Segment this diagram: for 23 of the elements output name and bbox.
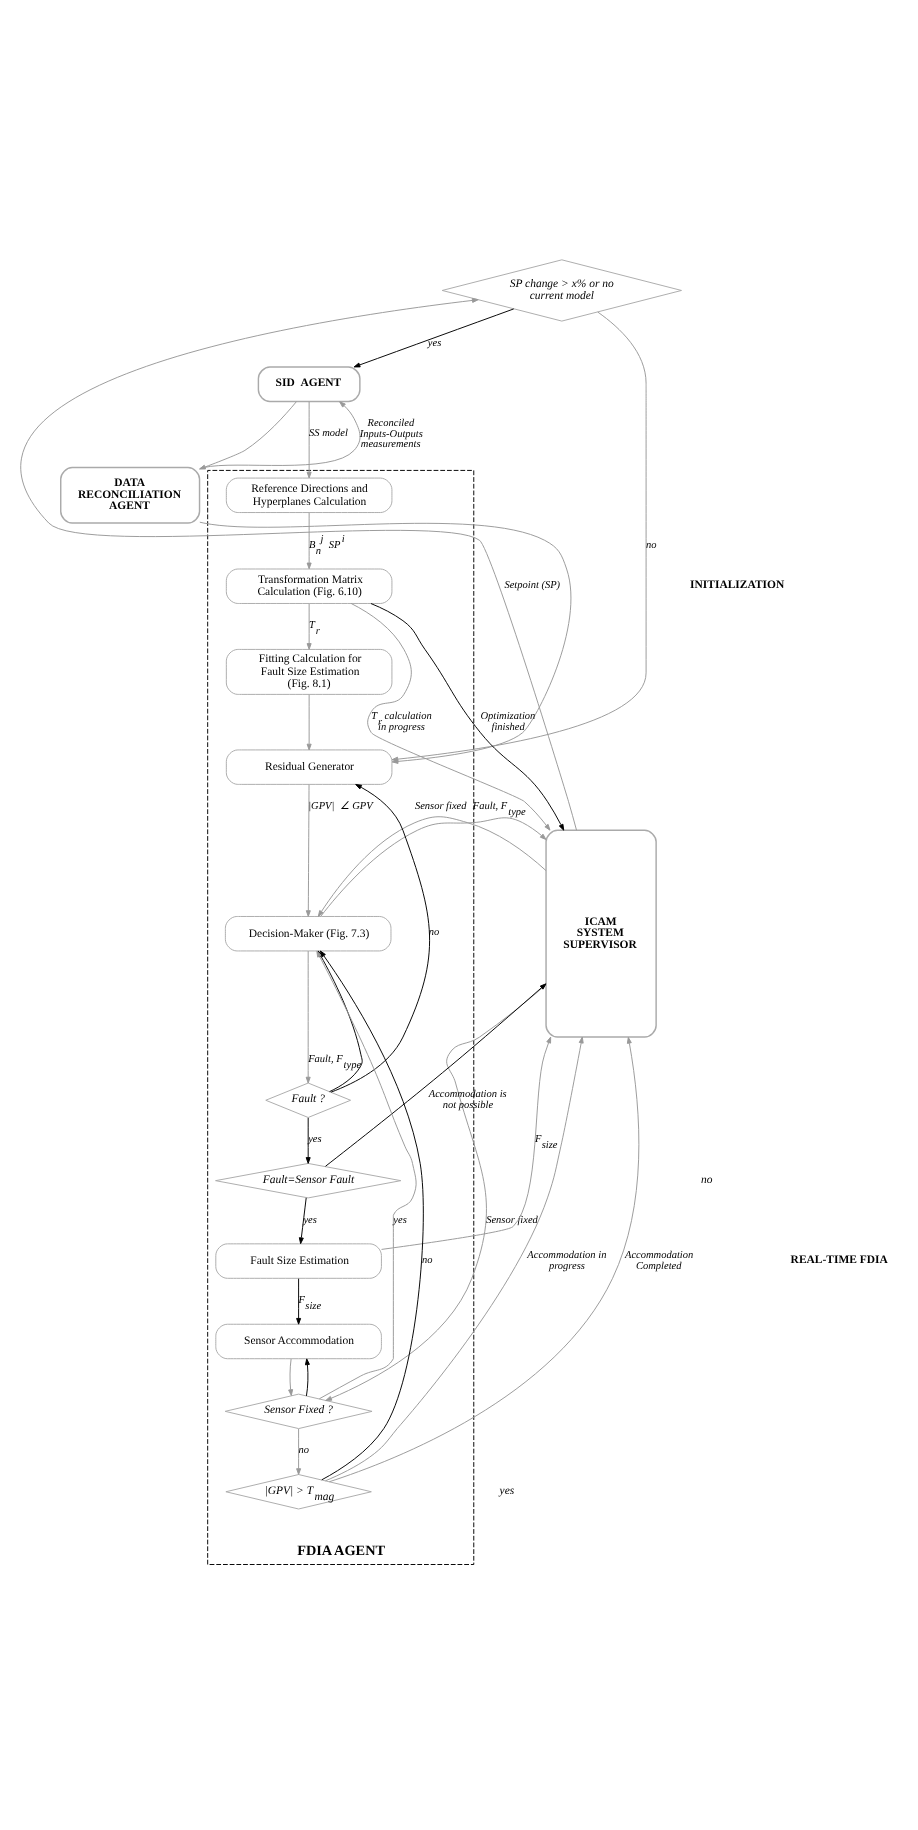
arrow [306, 602, 312, 649]
arrow [305, 1116, 311, 1163]
arrow [350, 602, 551, 830]
arrow [304, 1357, 310, 1396]
arrow [381, 1035, 552, 1249]
arrow [305, 783, 311, 916]
arrow [306, 400, 312, 478]
arrow [305, 949, 311, 1083]
arrow [330, 783, 430, 1092]
arrow [199, 400, 297, 469]
arrow [296, 1427, 302, 1474]
arrow [328, 1035, 640, 1482]
arrow [306, 693, 312, 750]
arrow [325, 983, 547, 1400]
arrow [370, 602, 565, 830]
arrow [199, 400, 361, 468]
arrow [353, 307, 515, 367]
arrow [325, 982, 547, 1166]
arrow [306, 511, 312, 569]
arrow [288, 1357, 294, 1395]
arrow [324, 1035, 584, 1481]
arrow [20, 296, 577, 830]
arrow [298, 1196, 307, 1244]
